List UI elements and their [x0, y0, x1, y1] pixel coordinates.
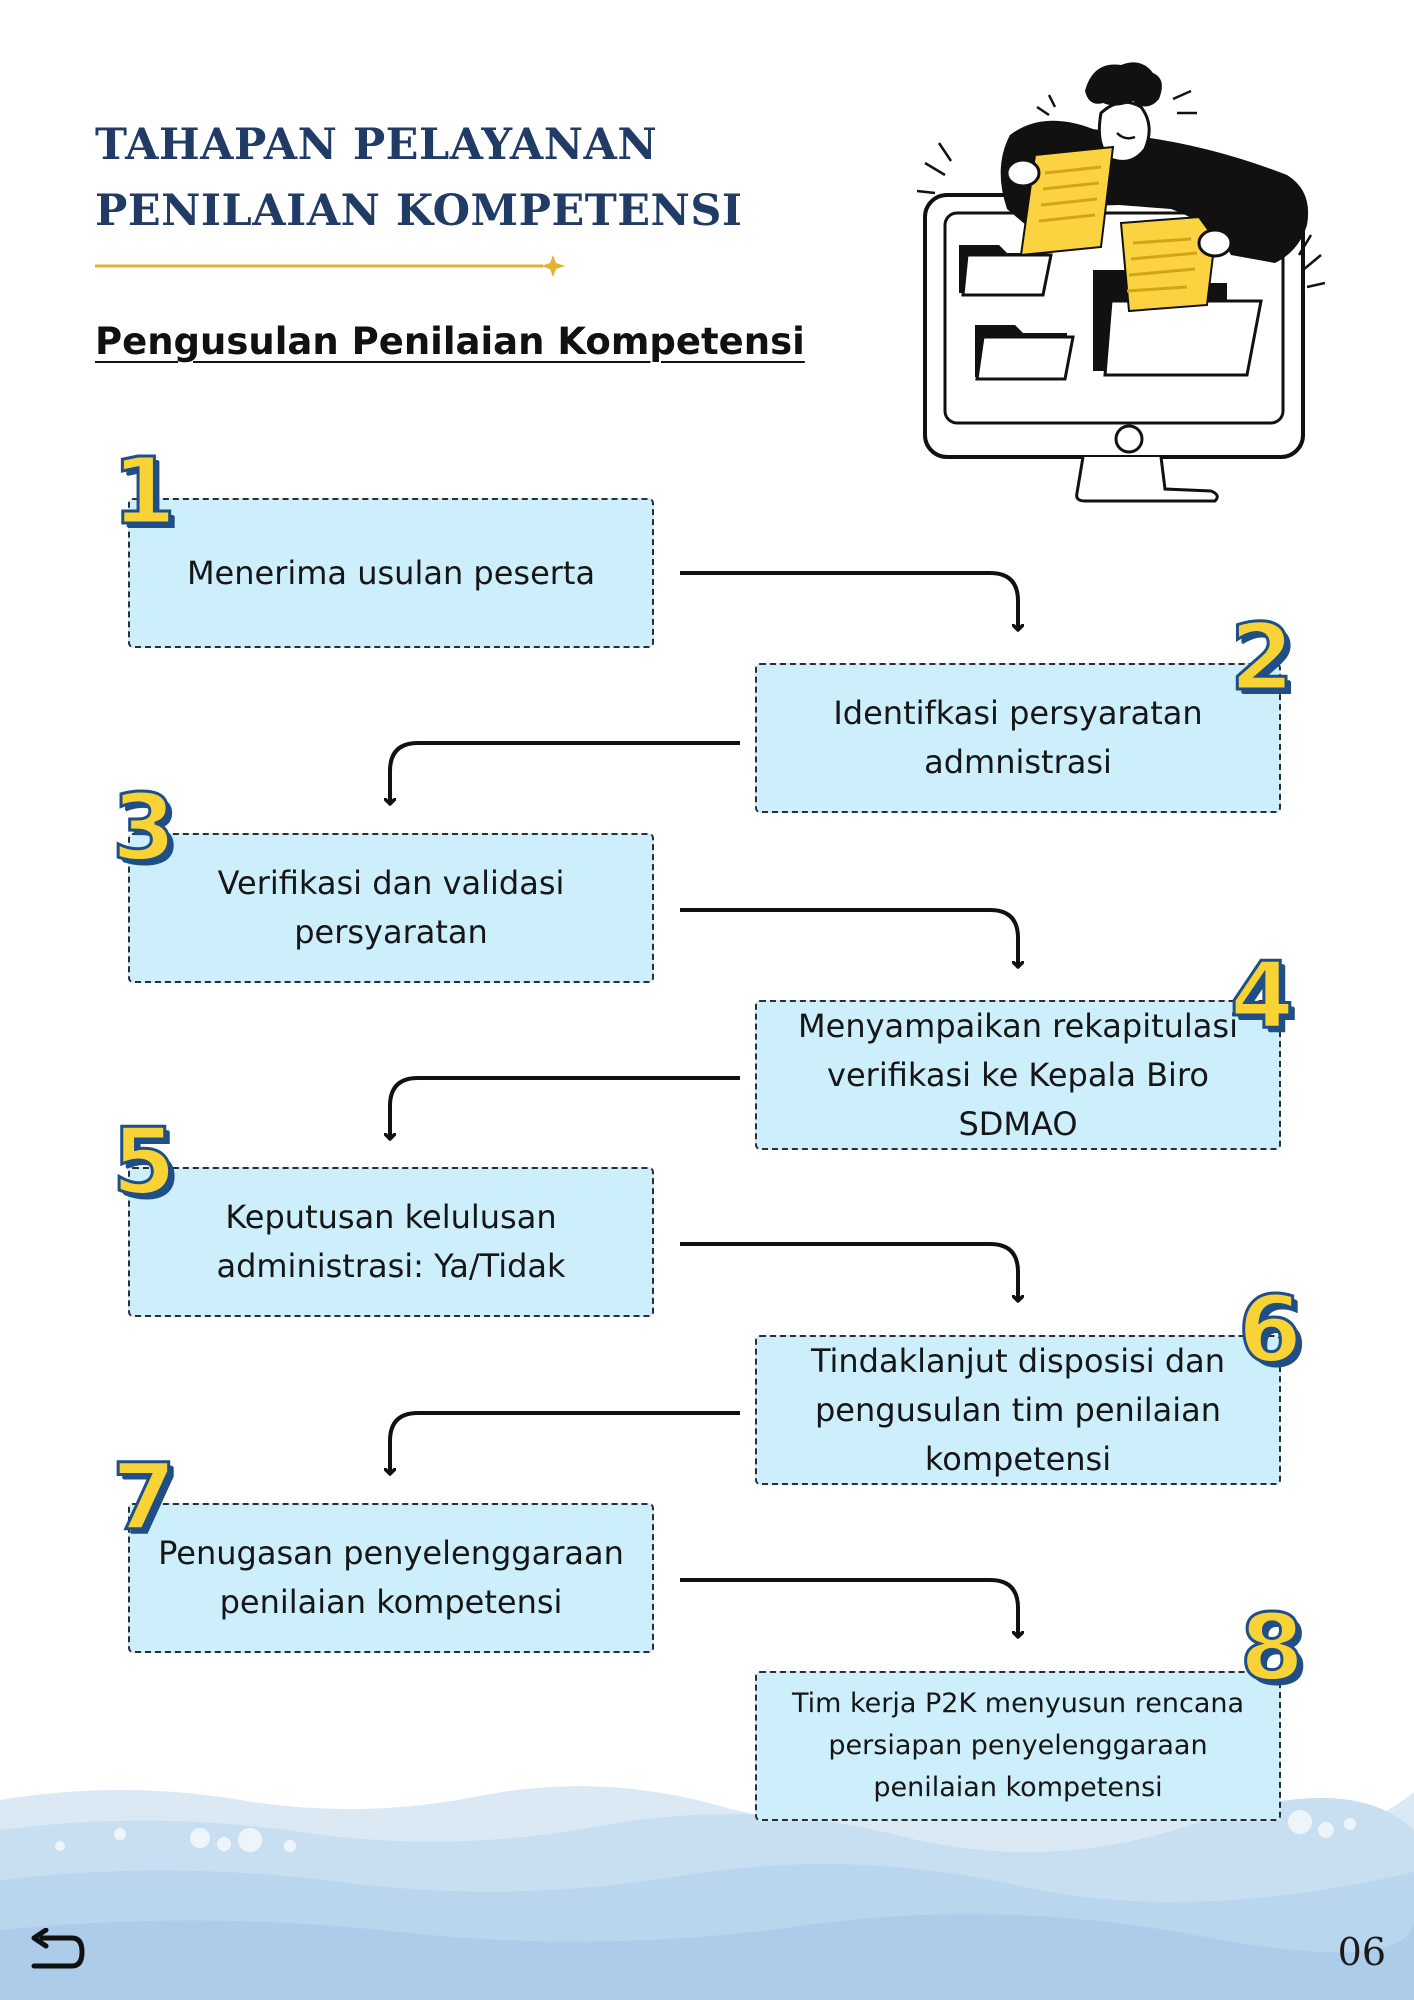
connector-5-to-6 — [680, 1242, 1018, 1301]
step-box-2: Identifkasi persyaratan admnistrasi — [755, 663, 1281, 813]
step-number-5: 5 — [110, 1108, 177, 1215]
step-text-1: Menerima usulan peserta — [186, 553, 596, 592]
step-number-3: 3 — [110, 774, 177, 881]
connector-1-to-2 — [680, 571, 1018, 630]
step-text-5: Keputusan kelulusan administrasi: Ya/Tid… — [216, 1198, 566, 1285]
connector-6-to-7 — [390, 1411, 740, 1474]
step-number-6: 6 — [1236, 1276, 1303, 1383]
step-number-2: 2 — [1228, 604, 1295, 711]
step-box-4: Menyampaikan rekapitulasi verifikasi ke … — [755, 1000, 1281, 1150]
page-title-line-2: PENILAIAN KOMPETENSI — [95, 186, 743, 236]
sparkle-divider-icon — [95, 255, 565, 277]
step-number-1: 1 — [110, 438, 177, 545]
step-box-6: Tindaklanjut disposisi dan pengusulan ti… — [755, 1335, 1281, 1485]
step-box-7: Penugasan penyelenggaraan penilaian komp… — [128, 1503, 654, 1653]
connector-2-to-3 — [390, 741, 740, 804]
back-arrow-icon[interactable] — [28, 1928, 86, 1978]
step-text-3: Verifikasi dan validasi persyaratan — [217, 864, 565, 951]
step-text-6: Tindaklanjut disposisi dan pengusulan ti… — [810, 1341, 1226, 1478]
step-number-7: 7 — [110, 1444, 177, 1551]
step-text-8: Tim kerja P2K menyusun rencana persiapan… — [791, 1688, 1245, 1803]
step-text-2: Identifkasi persyaratan admnistrasi — [833, 694, 1203, 781]
step-text-4: Menyampaikan rekapitulasi verifikasi ke … — [798, 1006, 1238, 1143]
page-number: 06 — [1337, 1930, 1386, 1974]
water-waves-decoration — [0, 1768, 1414, 2000]
person-with-documents-computer-illustration — [916, 62, 1325, 503]
page-title-line-1: TAHAPAN PELAYANAN — [95, 120, 658, 170]
page-subtitle: Pengusulan Penilaian Kompetensi — [95, 320, 805, 363]
connector-4-to-5 — [390, 1076, 740, 1139]
step-box-3: Verifikasi dan validasi persyaratan — [128, 833, 654, 983]
step-box-1: Menerima usulan peserta — [128, 498, 654, 648]
connector-7-to-8 — [680, 1578, 1018, 1637]
step-number-8: 8 — [1238, 1594, 1305, 1701]
page-title: TAHAPAN PELAYANAN PENILAIAN KOMPETENSI — [95, 112, 743, 244]
step-box-8: Tim kerja P2K menyusun rencana persiapan… — [755, 1671, 1281, 1821]
step-text-7: Penugasan penyelenggaraan penilaian komp… — [158, 1534, 624, 1621]
connector-3-to-4 — [680, 908, 1018, 967]
step-number-4: 4 — [1228, 942, 1295, 1049]
step-box-5: Keputusan kelulusan administrasi: Ya/Tid… — [128, 1167, 654, 1317]
